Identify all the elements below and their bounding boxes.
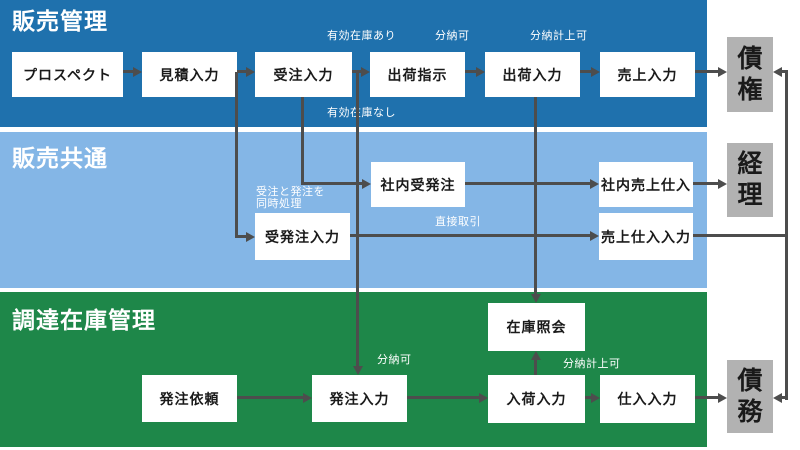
connector-order-to-internal-order-horizontal <box>301 182 364 185</box>
arrow-po-entry-to-receiving-entry <box>407 396 480 399</box>
arrowhead-quote-to-order <box>246 67 255 77</box>
connector-order-to-po-entry-vertical <box>356 72 359 367</box>
process-box-receiving-entry: 入荷入力 <box>488 375 585 423</box>
process-box-po-entry: 発注入力 <box>312 375 407 422</box>
connector-right-rail-vertical <box>785 70 788 400</box>
flow-label-partial-posting-ok-procurement: 分納計上可 <box>563 358 621 370</box>
process-box-stock-inquiry: 在庫照会 <box>488 303 585 351</box>
arrow-shipping-instruction-to-shipping-entry <box>465 70 477 73</box>
arrowhead-rail-to-receivables <box>773 67 782 77</box>
connector-receiving-entry-to-stock-inquiry <box>534 359 537 375</box>
connector-quote-to-order-po-entry-horizontal <box>235 235 247 238</box>
process-box-purchase-entry: 仕入入力 <box>600 375 695 423</box>
arrow-shipping-entry-to-sales-entry <box>580 70 592 73</box>
band-sales-common <box>0 132 707 288</box>
flow-label-partial-delivery-ok-sales: 分納可 <box>435 30 470 42</box>
flow-label-partial-posting-ok-sales: 分納計上可 <box>530 30 588 42</box>
arrowhead-shipping-instruction-to-shipping-entry <box>476 67 485 77</box>
arrowhead-purchase-entry-to-payables <box>718 393 727 403</box>
arrowhead-po-request-to-po-entry <box>303 393 312 403</box>
connector-shipping-entry-to-stock-inquiry <box>534 97 537 295</box>
ledger-box-receivables-label: 債権 <box>737 44 763 104</box>
band-title-sales-common: 販売共通 <box>12 145 108 171</box>
connector-quote-to-order-po-entry-vertical <box>235 72 238 238</box>
process-box-quote-entry: 見積入力 <box>142 52 237 97</box>
arrow-order-to-shipping-instruction <box>352 70 362 73</box>
flow-label-partial-delivery-ok-procurement: 分納可 <box>377 354 412 366</box>
process-box-sales-entry: 売上入力 <box>600 52 695 97</box>
process-box-po-request: 発注依頼 <box>142 375 237 422</box>
arrowhead-internal-sales-purchase-to-accounting <box>718 179 727 189</box>
ledger-box-accounting-label: 経理 <box>737 150 763 209</box>
arrowhead-shipping-entry-to-stock-inquiry <box>531 294 541 303</box>
arrowhead-receiving-entry-to-purchase-entry <box>591 393 600 403</box>
flow-label-stock-available: 有効在庫あり <box>327 30 396 42</box>
arrow-receiving-entry-to-purchase-entry <box>585 396 592 399</box>
arrow-quote-to-order <box>237 70 247 73</box>
process-box-sales-purchase-entry: 売上仕入入力 <box>599 213 693 260</box>
connector-order-to-internal-order-vertical <box>301 97 304 185</box>
process-box-shipping-instruction: 出荷指示 <box>370 52 465 97</box>
arrowhead-internal-order-to-internal-sales-purchase <box>590 179 599 189</box>
arrowhead-quote-to-order-po-entry <box>246 232 255 242</box>
flow-label-order-and-po-together: 受注と発注を 同時処理 <box>256 186 325 210</box>
arrowhead-receiving-entry-to-stock-inquiry <box>531 351 541 360</box>
flow-label-stock-unavailable: 有効在庫なし <box>327 107 396 119</box>
arrow-purchase-entry-to-payables <box>695 396 719 399</box>
arrowhead-order-to-po-entry <box>353 366 363 375</box>
process-box-order-entry: 受注入力 <box>255 52 352 97</box>
arrow-internal-order-to-internal-sales-purchase <box>465 182 591 185</box>
process-box-order-po-entry: 受発注入力 <box>255 213 350 260</box>
arrowhead-prospect-to-quote <box>133 67 142 77</box>
process-box-prospect: プロスペクト <box>12 52 123 97</box>
arrow-sales-entry-to-receivables <box>695 70 719 73</box>
arrowhead-shipping-entry-to-sales-entry <box>591 67 600 77</box>
process-box-internal-order: 社内受発注 <box>371 162 465 207</box>
ledger-box-payables: 債務 <box>727 360 773 433</box>
arrow-order-po-entry-to-sales-purchase-entry <box>350 234 591 237</box>
process-box-shipping-entry: 出荷入力 <box>485 52 580 97</box>
arrow-internal-sales-purchase-to-accounting <box>693 182 719 185</box>
ledger-box-receivables: 債権 <box>727 37 773 112</box>
connector-sales-purchase-entry-to-rail <box>693 234 788 237</box>
band-title-sales-management: 販売管理 <box>12 8 108 34</box>
arrowhead-order-po-entry-to-sales-purchase-entry <box>590 231 599 241</box>
flow-label-direct-transaction: 直接取引 <box>435 216 481 228</box>
connector-rail-to-payables <box>779 396 788 399</box>
arrowhead-order-to-shipping-instruction <box>361 67 370 77</box>
arrowhead-po-entry-to-receiving-entry <box>479 393 488 403</box>
ledger-box-accounting: 経理 <box>727 143 773 217</box>
ledger-box-payables-label: 債務 <box>737 366 763 426</box>
connector-rail-to-receivables <box>779 70 788 73</box>
arrowhead-rail-to-payables <box>773 393 782 403</box>
band-title-procurement-inventory: 調達在庫管理 <box>12 307 156 333</box>
arrow-prospect-to-quote <box>123 70 135 73</box>
arrow-po-request-to-po-entry <box>237 396 304 399</box>
arrowhead-sales-entry-to-receivables <box>718 67 727 77</box>
arrowhead-order-to-internal-order <box>362 179 371 189</box>
process-box-internal-sales-purchase: 社内売上仕入 <box>599 162 693 207</box>
